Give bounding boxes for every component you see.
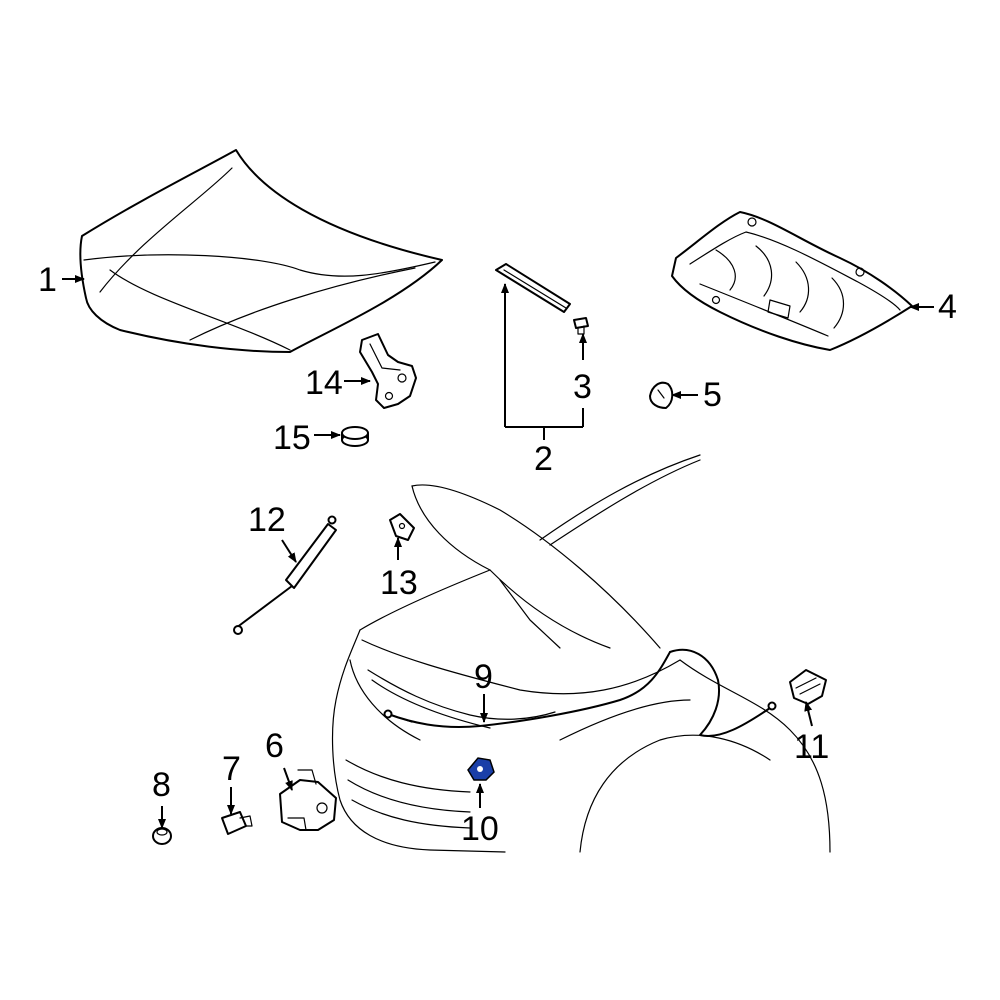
- callout-7: 7: [222, 750, 241, 788]
- bolt[interactable]: [221, 811, 253, 835]
- nut[interactable]: [152, 827, 172, 845]
- callout-labels: 1 2 3 4 5 6 7 8 9 10 11 12 13 14 15: [38, 261, 957, 848]
- leader-lines: [62, 275, 934, 829]
- callout-9: 9: [474, 658, 493, 696]
- callout-2: 2: [534, 440, 553, 478]
- leader-6: [283, 767, 293, 791]
- callout-12: 12: [248, 501, 286, 539]
- callout-6: 6: [265, 727, 284, 765]
- hood-seal[interactable]: [495, 263, 571, 313]
- hood-panel[interactable]: [79, 149, 443, 353]
- callout-11: 11: [794, 728, 829, 766]
- callout-13: 13: [380, 564, 418, 602]
- callout-8: 8: [152, 766, 171, 804]
- callout-1: 1: [38, 261, 57, 299]
- strut-bracket[interactable]: [389, 513, 415, 541]
- vehicle-outline: [331, 454, 831, 853]
- callout-3: 3: [573, 368, 592, 406]
- callout-5: 5: [703, 376, 722, 414]
- hood-lock[interactable]: [279, 769, 337, 831]
- hood-strut[interactable]: [233, 515, 337, 635]
- callout-14: 14: [305, 364, 343, 402]
- leader-12: [281, 539, 297, 563]
- release-cable[interactable]: [383, 648, 777, 737]
- insulator-retainer[interactable]: [649, 381, 674, 409]
- hood-insulator[interactable]: [671, 211, 913, 351]
- callout-10: 10: [461, 810, 499, 848]
- hood-cushion[interactable]: [341, 426, 369, 447]
- callout-4: 4: [938, 288, 957, 326]
- hood-latch-highlighted[interactable]: [467, 757, 495, 781]
- leader-11: [804, 701, 813, 727]
- release-handle[interactable]: [789, 669, 827, 705]
- hood-hinge[interactable]: [359, 333, 417, 409]
- seal-clip[interactable]: [573, 317, 589, 335]
- callout-15: 15: [273, 419, 311, 457]
